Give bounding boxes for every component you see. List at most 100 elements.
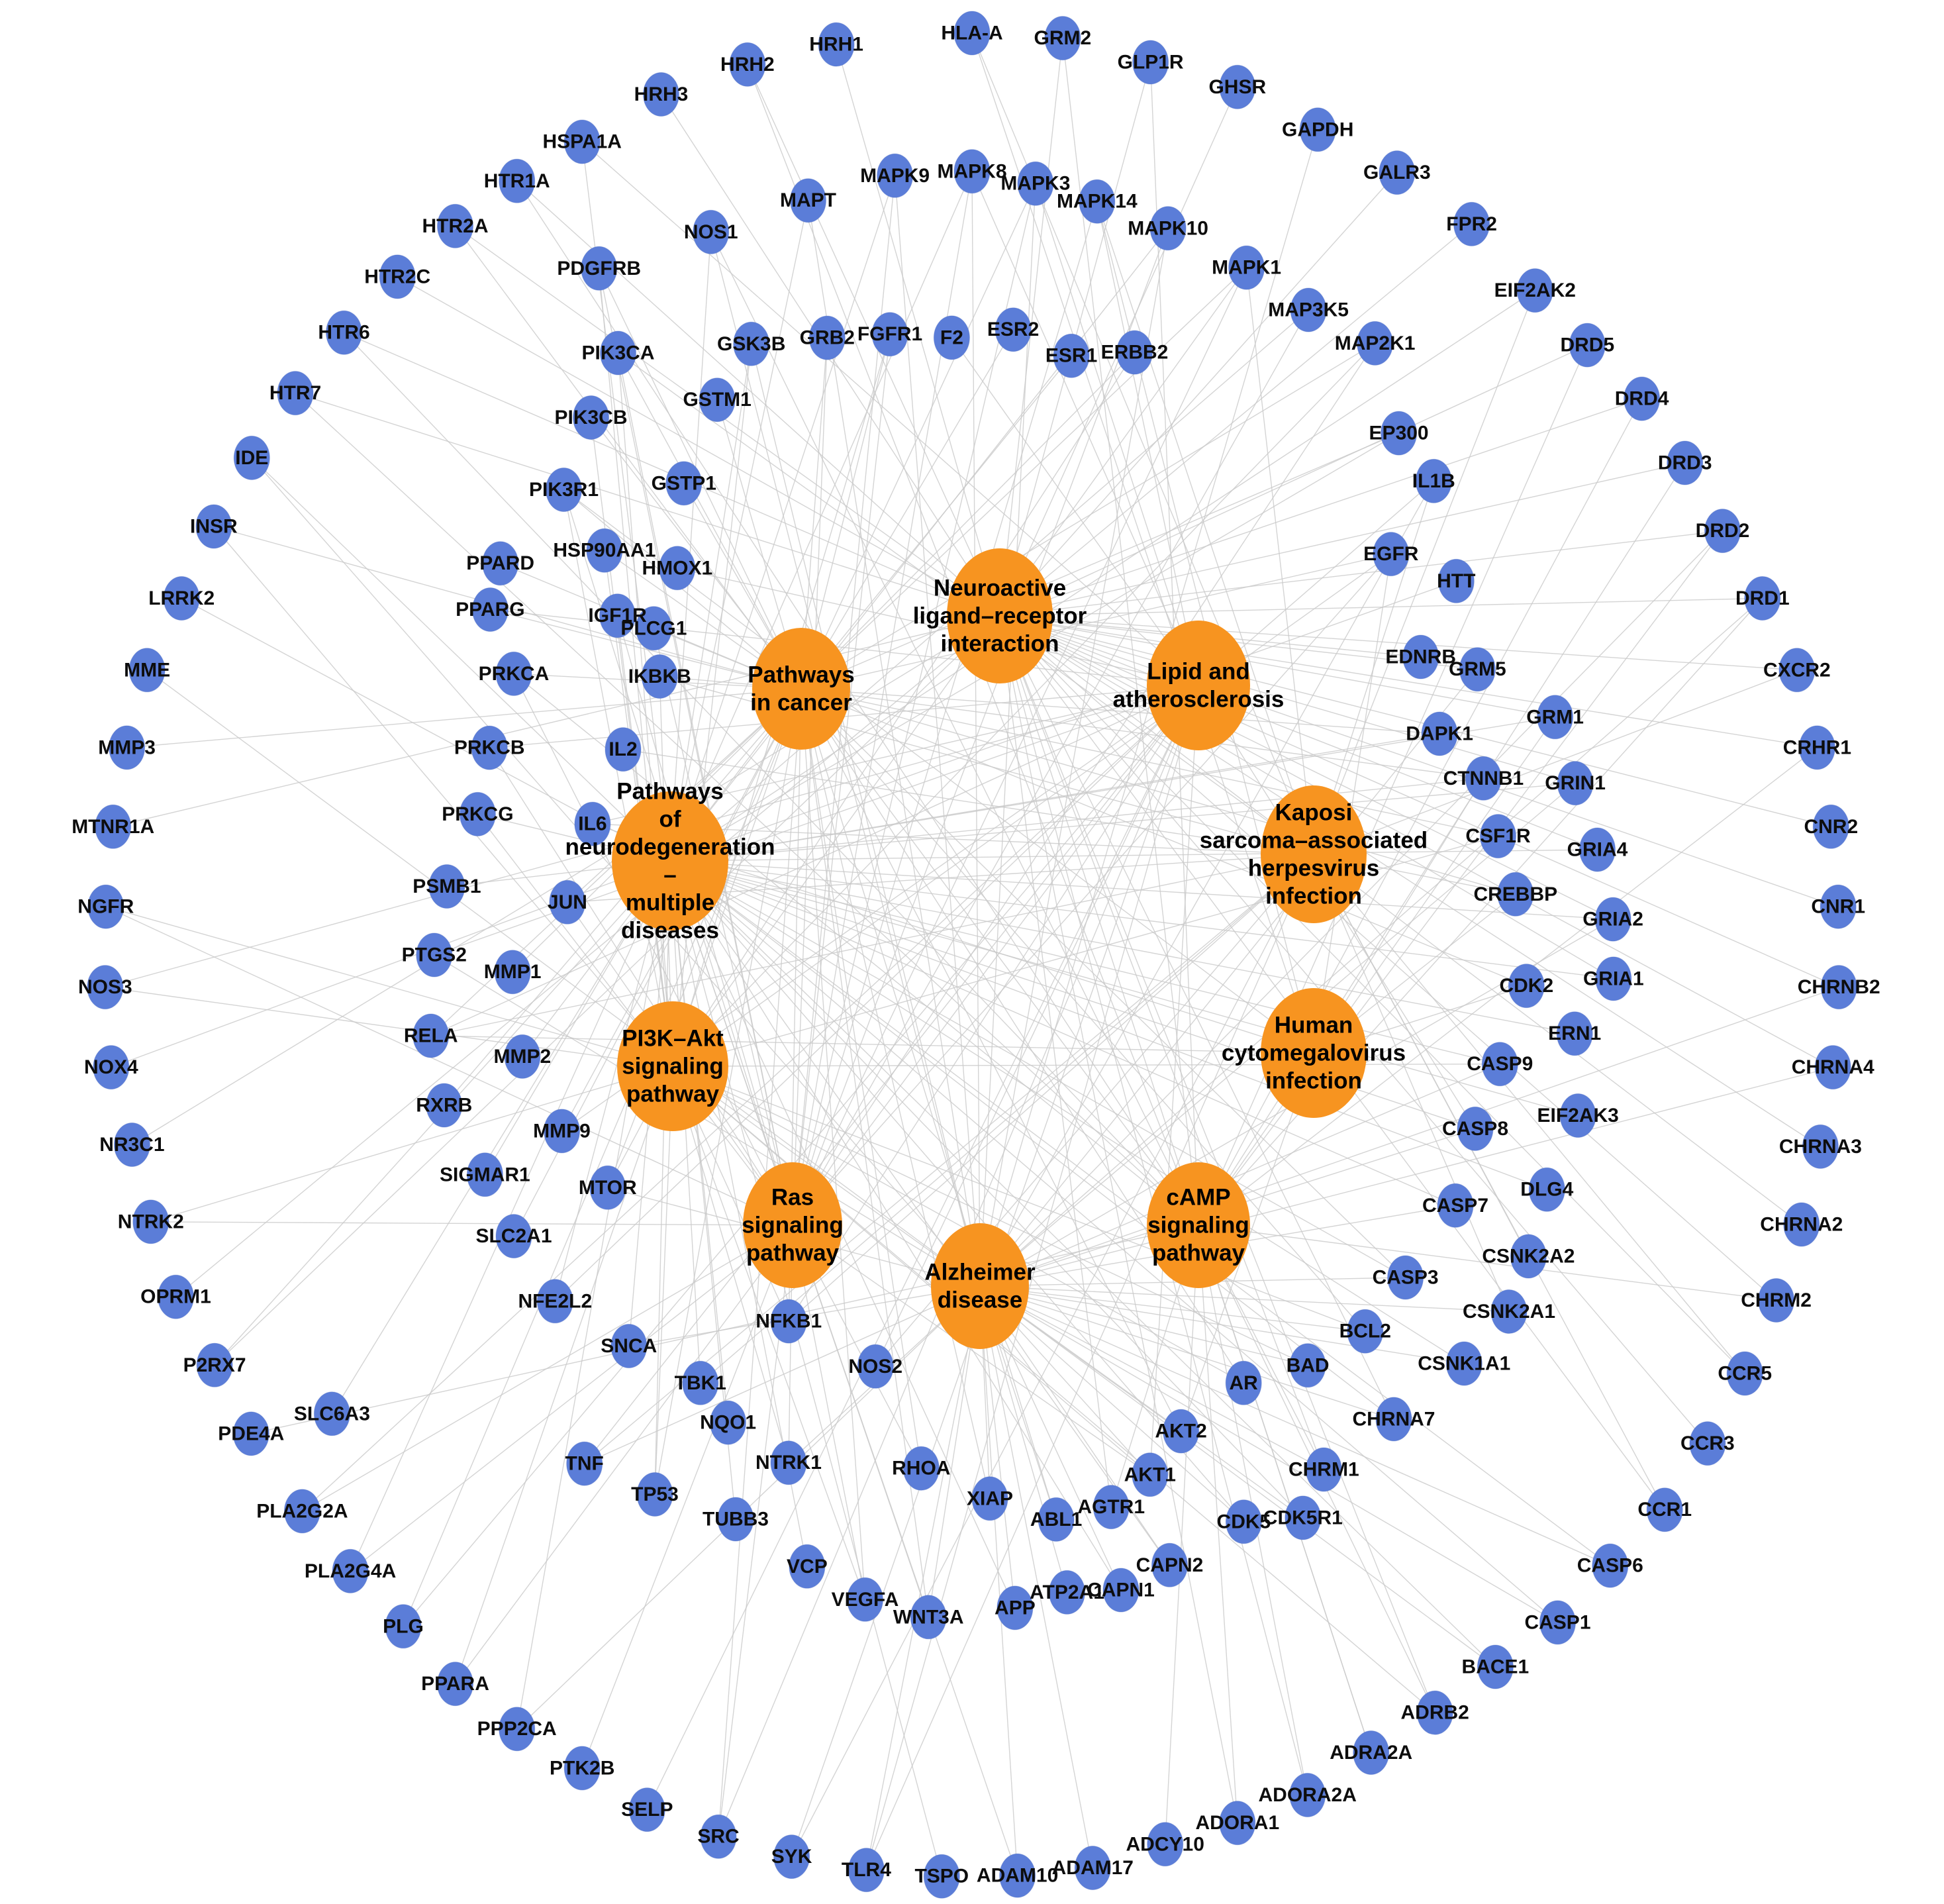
gene-node-TUBB3[interactable] <box>717 1497 754 1542</box>
gene-node-CHRM1[interactable] <box>1305 1447 1342 1492</box>
gene-node-MMP9[interactable] <box>544 1109 580 1154</box>
gene-node-CDK5R1[interactable] <box>1285 1495 1322 1540</box>
gene-node-IDE[interactable] <box>233 435 270 480</box>
gene-node-GRM1[interactable] <box>1537 695 1574 740</box>
gene-node-IL6[interactable] <box>574 801 611 846</box>
gene-node-HTT[interactable] <box>1437 558 1475 603</box>
gene-node-XIAP[interactable] <box>971 1476 1008 1521</box>
gene-node-LRRK2[interactable] <box>163 576 200 621</box>
gene-node-MAPK3[interactable] <box>1017 161 1054 206</box>
gene-node-AKT1[interactable] <box>1132 1452 1169 1497</box>
gene-node-ADRB2[interactable] <box>1416 1690 1453 1735</box>
gene-node-ABL1[interactable] <box>1038 1497 1075 1542</box>
gene-node-DRD1[interactable] <box>1744 576 1781 621</box>
pathway-node-lipid-and-atherosclerosis[interactable] <box>1147 621 1250 750</box>
gene-node-GLP1R[interactable] <box>1132 40 1169 85</box>
gene-node-CASP9[interactable] <box>1481 1042 1518 1087</box>
gene-node-PDGFRB[interactable] <box>581 246 618 291</box>
gene-node-CHRNA2[interactable] <box>1783 1202 1820 1247</box>
gene-node-ESR2[interactable] <box>995 307 1032 352</box>
gene-node-SELP[interactable] <box>628 1787 665 1832</box>
gene-node-ADORA1[interactable] <box>1219 1801 1256 1846</box>
gene-node-TBK1[interactable] <box>682 1360 719 1405</box>
gene-node-ATP2A1[interactable] <box>1049 1570 1085 1615</box>
gene-node-IL2[interactable] <box>605 727 642 772</box>
gene-node-PTGS2[interactable] <box>416 932 453 977</box>
gene-node-MAPK14[interactable] <box>1079 179 1116 224</box>
gene-node-TNF[interactable] <box>566 1441 603 1486</box>
gene-node-BAD[interactable] <box>1289 1343 1326 1388</box>
gene-node-HLA-A[interactable] <box>953 11 991 56</box>
gene-node-PIK3CA[interactable] <box>600 330 636 376</box>
gene-node-CHRNA4[interactable] <box>1814 1045 1851 1090</box>
gene-node-OPRM1[interactable] <box>158 1274 194 1319</box>
gene-node-P2RX7[interactable] <box>196 1342 233 1387</box>
gene-node-GRIA1[interactable] <box>1595 956 1632 1001</box>
gene-node-PLA2G4A[interactable] <box>332 1548 369 1593</box>
pathway-node-kaposi-sarcoma-associated-herpesvirus-infection[interactable] <box>1261 785 1367 923</box>
gene-node-HTR2A[interactable] <box>437 203 473 248</box>
pathway-node-alzheimer-disease[interactable] <box>931 1223 1029 1349</box>
gene-node-CASP1[interactable] <box>1539 1600 1576 1645</box>
gene-node-MAPK10[interactable] <box>1149 206 1187 251</box>
gene-node-HSPA1A[interactable] <box>563 119 601 164</box>
gene-node-DRD3[interactable] <box>1667 440 1704 485</box>
gene-node-ESR1[interactable] <box>1053 333 1090 378</box>
gene-node-HRH2[interactable] <box>729 42 766 87</box>
gene-node-CHRNB2[interactable] <box>1820 965 1857 1010</box>
gene-node-MAP2K1[interactable] <box>1357 321 1394 366</box>
gene-node-MTNR1A[interactable] <box>95 804 132 849</box>
gene-node-EP300[interactable] <box>1381 411 1418 456</box>
gene-node-SRC[interactable] <box>700 1814 737 1859</box>
gene-node-GHSR[interactable] <box>1219 64 1256 109</box>
gene-node-IL1B[interactable] <box>1415 458 1452 503</box>
gene-node-TSPO[interactable] <box>923 1854 960 1899</box>
gene-node-PRKCB[interactable] <box>471 725 508 770</box>
pathway-node-ras-signaling-pathway[interactable] <box>743 1162 842 1288</box>
gene-node-TP53[interactable] <box>636 1472 673 1517</box>
gene-node-PTK2B[interactable] <box>563 1746 601 1791</box>
gene-node-IKBKB[interactable] <box>641 654 678 699</box>
gene-node-INSR[interactable] <box>195 504 232 549</box>
gene-node-CTNNB1[interactable] <box>1465 756 1502 801</box>
gene-node-HTR7[interactable] <box>277 371 314 416</box>
gene-node-NR3C1[interactable] <box>113 1123 150 1167</box>
gene-node-PRKCA[interactable] <box>495 651 532 696</box>
gene-node-NOX4[interactable] <box>93 1045 130 1090</box>
gene-node-MMP2[interactable] <box>504 1034 541 1079</box>
gene-node-RXRB[interactable] <box>426 1083 463 1128</box>
pathway-node-pathways-in-cancer[interactable] <box>752 628 850 750</box>
pathway-node-pi3k-akt-signaling-pathway[interactable] <box>617 1001 728 1131</box>
gene-node-MMP1[interactable] <box>494 950 531 995</box>
gene-node-EIF2AK2[interactable] <box>1516 268 1553 313</box>
gene-node-FGFR1[interactable] <box>871 312 908 357</box>
gene-node-VCP[interactable] <box>789 1544 826 1589</box>
gene-node-EIF2AK3[interactable] <box>1559 1093 1596 1138</box>
gene-node-NFE2L2[interactable] <box>536 1279 573 1324</box>
gene-node-CCR3[interactable] <box>1689 1421 1726 1466</box>
gene-node-SIGMAR1[interactable] <box>466 1152 503 1197</box>
gene-node-CASP8[interactable] <box>1457 1106 1494 1151</box>
gene-node-CSNK2A1[interactable] <box>1490 1289 1528 1334</box>
gene-node-NGFR[interactable] <box>87 884 124 929</box>
gene-node-SYK[interactable] <box>773 1834 810 1879</box>
gene-node-DRD4[interactable] <box>1624 376 1661 421</box>
gene-node-GRB2[interactable] <box>808 315 846 360</box>
gene-node-GRIN1[interactable] <box>1557 761 1594 806</box>
gene-node-F2[interactable] <box>933 315 970 360</box>
gene-node-CXCR2[interactable] <box>1778 648 1816 693</box>
gene-node-MME[interactable] <box>128 648 166 693</box>
gene-node-CNR2[interactable] <box>1812 804 1849 849</box>
gene-node-PLG[interactable] <box>385 1604 422 1649</box>
gene-node-BCL2[interactable] <box>1347 1309 1384 1354</box>
gene-node-CSF1R[interactable] <box>1480 814 1516 859</box>
gene-node-HMOX1[interactable] <box>659 546 696 591</box>
gene-node-MAP3K5[interactable] <box>1290 287 1327 332</box>
gene-node-CASP6[interactable] <box>1592 1543 1629 1588</box>
gene-node-NTRK2[interactable] <box>132 1199 170 1244</box>
gene-node-AGTR1[interactable] <box>1093 1485 1130 1530</box>
gene-node-MAPK9[interactable] <box>877 153 914 198</box>
gene-node-NOS2[interactable] <box>857 1344 894 1389</box>
gene-node-MTOR[interactable] <box>589 1165 626 1210</box>
gene-node-NQO1[interactable] <box>710 1400 747 1445</box>
